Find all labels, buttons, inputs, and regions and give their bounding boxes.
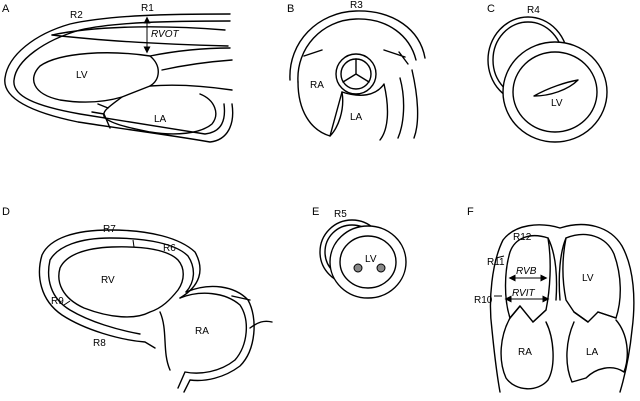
label-b-ra: RA xyxy=(310,80,324,91)
panel-b-letter: B xyxy=(287,3,294,15)
panel-d-letter: D xyxy=(2,206,10,218)
panel-d-ra-wall-outer xyxy=(183,285,255,393)
panel-a: A R2 R1 RVOT LV LA xyxy=(2,3,234,143)
panel-f-letter: F xyxy=(467,206,474,218)
panel-d-tick-r6 xyxy=(132,239,135,248)
label-rvb: RVB xyxy=(516,266,537,277)
panel-b-aortic-ring-outer xyxy=(335,53,377,95)
panel-e-letter: E xyxy=(312,206,319,218)
panel-a-letter: A xyxy=(2,3,10,15)
label-r5: R5 xyxy=(334,209,347,220)
label-r11: R11 xyxy=(487,257,505,268)
panel-c-mitral-orifice xyxy=(533,79,579,97)
label-d-rv: RV xyxy=(101,275,115,286)
panel-e-papillary-muscle-2 xyxy=(376,263,386,273)
label-rvot: RVOT xyxy=(151,29,179,40)
panel-f-left-atrium xyxy=(566,319,628,383)
label-r7: R7 xyxy=(103,224,116,235)
panel-f-right-atrium xyxy=(500,317,554,390)
panel-b-pulmonary-artery xyxy=(397,69,419,139)
label-r9: R9 xyxy=(51,296,64,307)
panel-c-lv-inner xyxy=(512,51,598,133)
label-a-lv: LV xyxy=(76,70,88,81)
panel-b-left-atrium xyxy=(329,83,389,141)
label-f-lv: LV xyxy=(582,273,594,284)
panel-c-lv-outer xyxy=(502,41,608,143)
panel-d-rv-cavity xyxy=(58,246,184,318)
panel-e-lv-inner xyxy=(339,235,397,289)
panel-a-rvot-wall xyxy=(51,26,226,36)
panel-f: F R12 R11 R10 RVB RVIT LV RA LA xyxy=(467,206,635,393)
panel-a-rvot-septum xyxy=(51,34,229,47)
panel-f-tick-r11 xyxy=(495,255,505,259)
label-r10: R10 xyxy=(474,295,493,306)
panel-f-outer xyxy=(489,223,635,393)
panel-a-outer-wall xyxy=(4,13,234,143)
panel-d: D R7 R6 R9 R8 RV RA xyxy=(2,206,273,393)
panel-e-lv-outer xyxy=(329,225,407,299)
label-r6: R6 xyxy=(163,243,176,254)
label-f-ra: RA xyxy=(518,347,532,358)
panel-a-left-atrium xyxy=(103,93,217,135)
panel-e-papillary-muscle-1 xyxy=(353,263,363,273)
panel-f-rv-cavity xyxy=(504,234,551,323)
panel-b-outer-arc xyxy=(289,10,426,81)
panel-c: C R4 LV xyxy=(487,3,608,143)
label-r12: R12 xyxy=(513,232,532,243)
label-r3: R3 xyxy=(350,0,363,11)
panel-b-septal-line xyxy=(303,49,409,65)
panel-f-lv-cavity xyxy=(562,233,621,323)
panel-d-right-atrium xyxy=(159,292,247,389)
panel-a-aortic-root xyxy=(149,47,233,91)
label-f-la: LA xyxy=(586,347,599,358)
panel-a-outer-wall-inner xyxy=(13,20,231,135)
panel-f-septum xyxy=(547,237,567,301)
panel-a-lv-cavity xyxy=(32,52,159,103)
panel-d-rv-inner-wall xyxy=(47,237,195,335)
label-e-lv: LV xyxy=(365,254,377,265)
panel-d-vessels xyxy=(231,295,273,329)
panel-b-inner-arc xyxy=(297,18,417,83)
panel-e: E R5 LV xyxy=(312,206,407,299)
panel-b: B R3 RA LA xyxy=(287,0,426,141)
label-d-ra: RA xyxy=(195,326,209,337)
label-r2: R2 xyxy=(70,10,83,21)
panel-b-aortic-cusps xyxy=(342,58,370,83)
label-r1: R1 xyxy=(141,3,154,14)
label-a-la: LA xyxy=(154,114,167,125)
panel-c-letter: C xyxy=(487,3,495,15)
panel-f-valves xyxy=(509,305,617,323)
panel-d-tick-r9 xyxy=(63,300,71,306)
label-r8: R8 xyxy=(93,338,106,349)
label-r4: R4 xyxy=(527,5,540,16)
label-c-lv: LV xyxy=(551,98,563,109)
label-b-la: LA xyxy=(350,112,363,123)
panel-d-rv-outer xyxy=(38,229,201,349)
panel-a-mitral-valve xyxy=(91,103,111,129)
label-rvit: RVIT xyxy=(512,288,535,299)
